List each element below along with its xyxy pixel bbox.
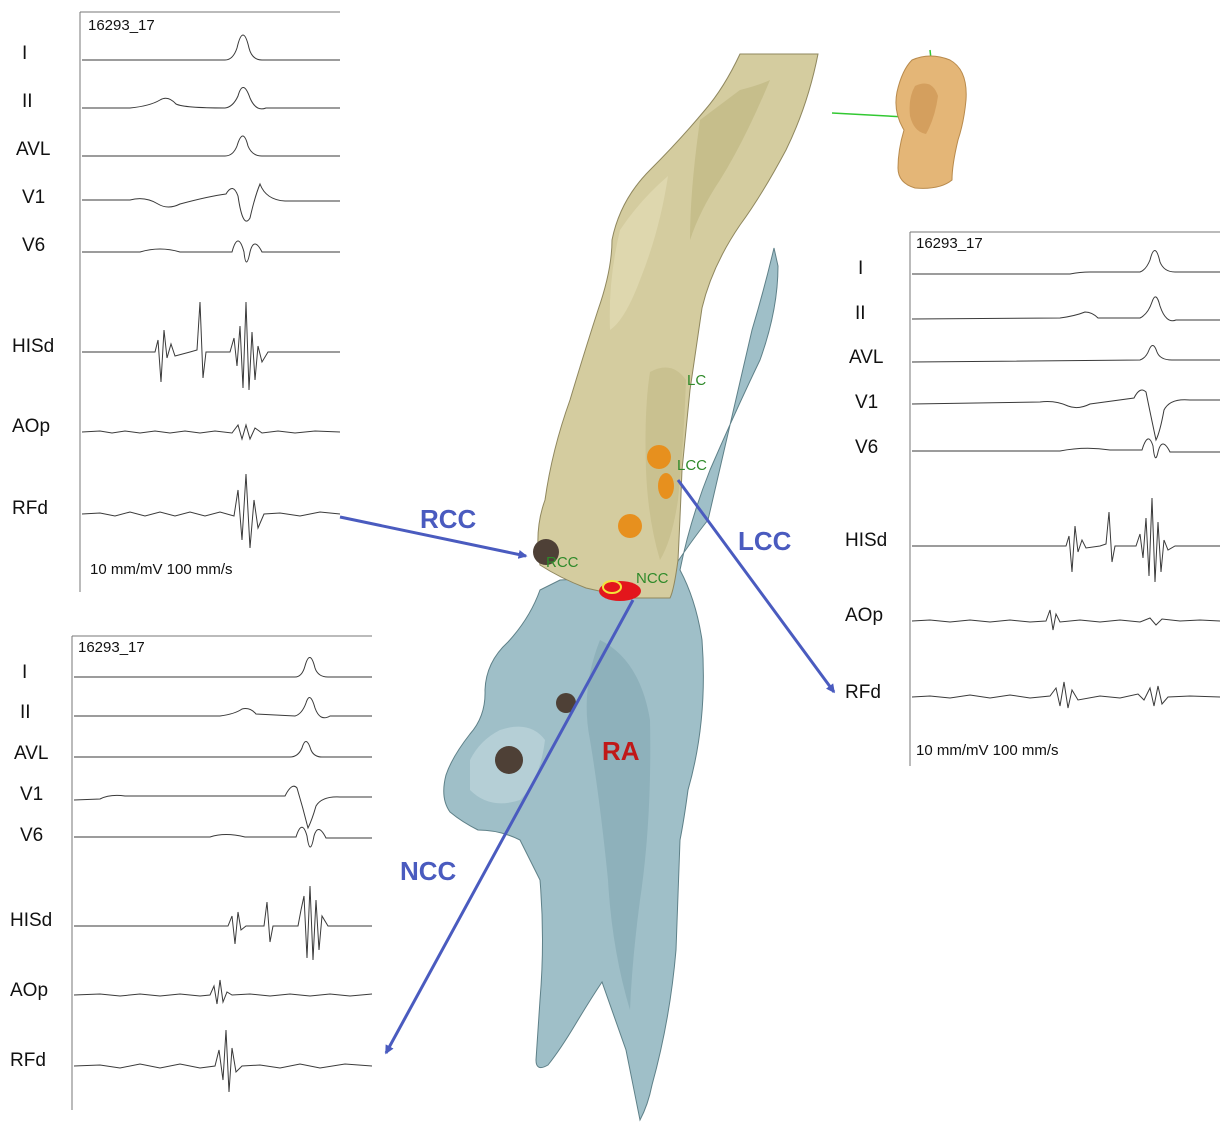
ecg-panel-right: 16293_17 I II AVL V1 V6 HISd AOp RFd 10 … [845,232,1220,766]
ecg-trace-ii [82,87,340,108]
ecg-trace-i [912,250,1220,274]
atrium-location-point [495,746,523,774]
ecg-trace-hisd [74,886,372,960]
ecg-trace-rfd [912,682,1220,708]
ablation-point [647,445,671,469]
chamber-label-ra: RA [602,736,640,766]
lead-label-aop: AOp [10,980,48,1001]
lead-label-i: I [22,662,27,683]
ecg-trace-i [74,657,372,677]
lead-label-rfd: RFd [10,1050,46,1071]
lead-label-rfd: RFd [12,498,48,519]
marker-label-rcc: RCC [546,554,579,571]
ecg-trace-avl [74,741,372,757]
lead-label-i: I [22,43,27,64]
lead-label-v6: V6 [855,437,878,458]
lead-label-v6: V6 [20,825,43,846]
scale-text: 10 mm/mV 100 mm/s [90,561,233,578]
ecg-trace-avl [912,345,1220,362]
panel-id: 16293_17 [88,17,155,34]
ecg-panel-top-left: 16293_17 I II AVL V1 V6 HISd AOp RFd 10 … [12,12,340,592]
ablation-point [618,514,642,538]
ablation-point [658,473,674,499]
aortic-root [538,54,818,598]
ecg-trace-ii [74,698,372,718]
lead-label-avl: AVL [14,743,49,764]
lead-label-v1: V1 [20,784,43,805]
ecg-trace-aop [74,980,372,1004]
lead-label-v6: V6 [22,235,45,256]
lead-label-ii: II [855,303,866,324]
lead-label-aop: AOp [12,416,50,437]
lead-label-rfd: RFd [845,682,881,703]
ecg-panel-bottom-left: 16293_17 I II AVL V1 V6 HISd AOp RFd [10,636,372,1110]
ecg-trace-hisd [82,302,340,390]
ecg-trace-v1 [82,184,340,221]
ecg-trace-rfd [74,1030,372,1092]
marker-label-lcc: LCC [677,457,707,474]
arrow-label-lcc: LCC [738,526,792,556]
ecg-trace-ii [912,297,1220,321]
lead-label-v1: V1 [22,187,45,208]
arrow-label-ncc: NCC [400,856,457,886]
orientation-axis-x [832,113,905,117]
lead-label-v1: V1 [855,392,878,413]
panel-id: 16293_17 [78,639,145,656]
lead-label-aop: AOp [845,605,883,626]
lead-label-ii: II [22,91,33,112]
lead-label-ii: II [20,702,31,723]
orientation-model [832,50,966,188]
ecg-trace-v6 [82,241,340,262]
lead-label-hisd: HISd [12,336,54,357]
lead-label-i: I [858,258,863,279]
ecg-trace-aop [82,425,340,439]
marker-label-ncc: NCC [636,570,669,587]
scale-text: 10 mm/mV 100 mm/s [916,742,1059,759]
ecg-trace-i [82,35,340,60]
anatomy-model: LC LCC RCC NCC RA [444,54,818,1120]
lead-label-hisd: HISd [845,530,887,551]
ecg-trace-aop [912,610,1220,630]
lead-label-avl: AVL [849,347,884,368]
ecg-trace-v1 [912,390,1220,440]
ecg-trace-v6 [912,439,1220,458]
ecg-trace-rfd [82,474,340,548]
ecg-trace-v6 [74,827,372,847]
lead-label-avl: AVL [16,139,51,160]
lead-label-hisd: HISd [10,910,52,931]
marker-label-lc: LC [687,372,706,389]
ecg-trace-v1 [74,786,372,828]
ecg-trace-avl [82,136,340,156]
arrow-label-rcc: RCC [420,504,477,534]
ecg-trace-hisd [912,498,1220,582]
panel-id: 16293_17 [916,235,983,252]
